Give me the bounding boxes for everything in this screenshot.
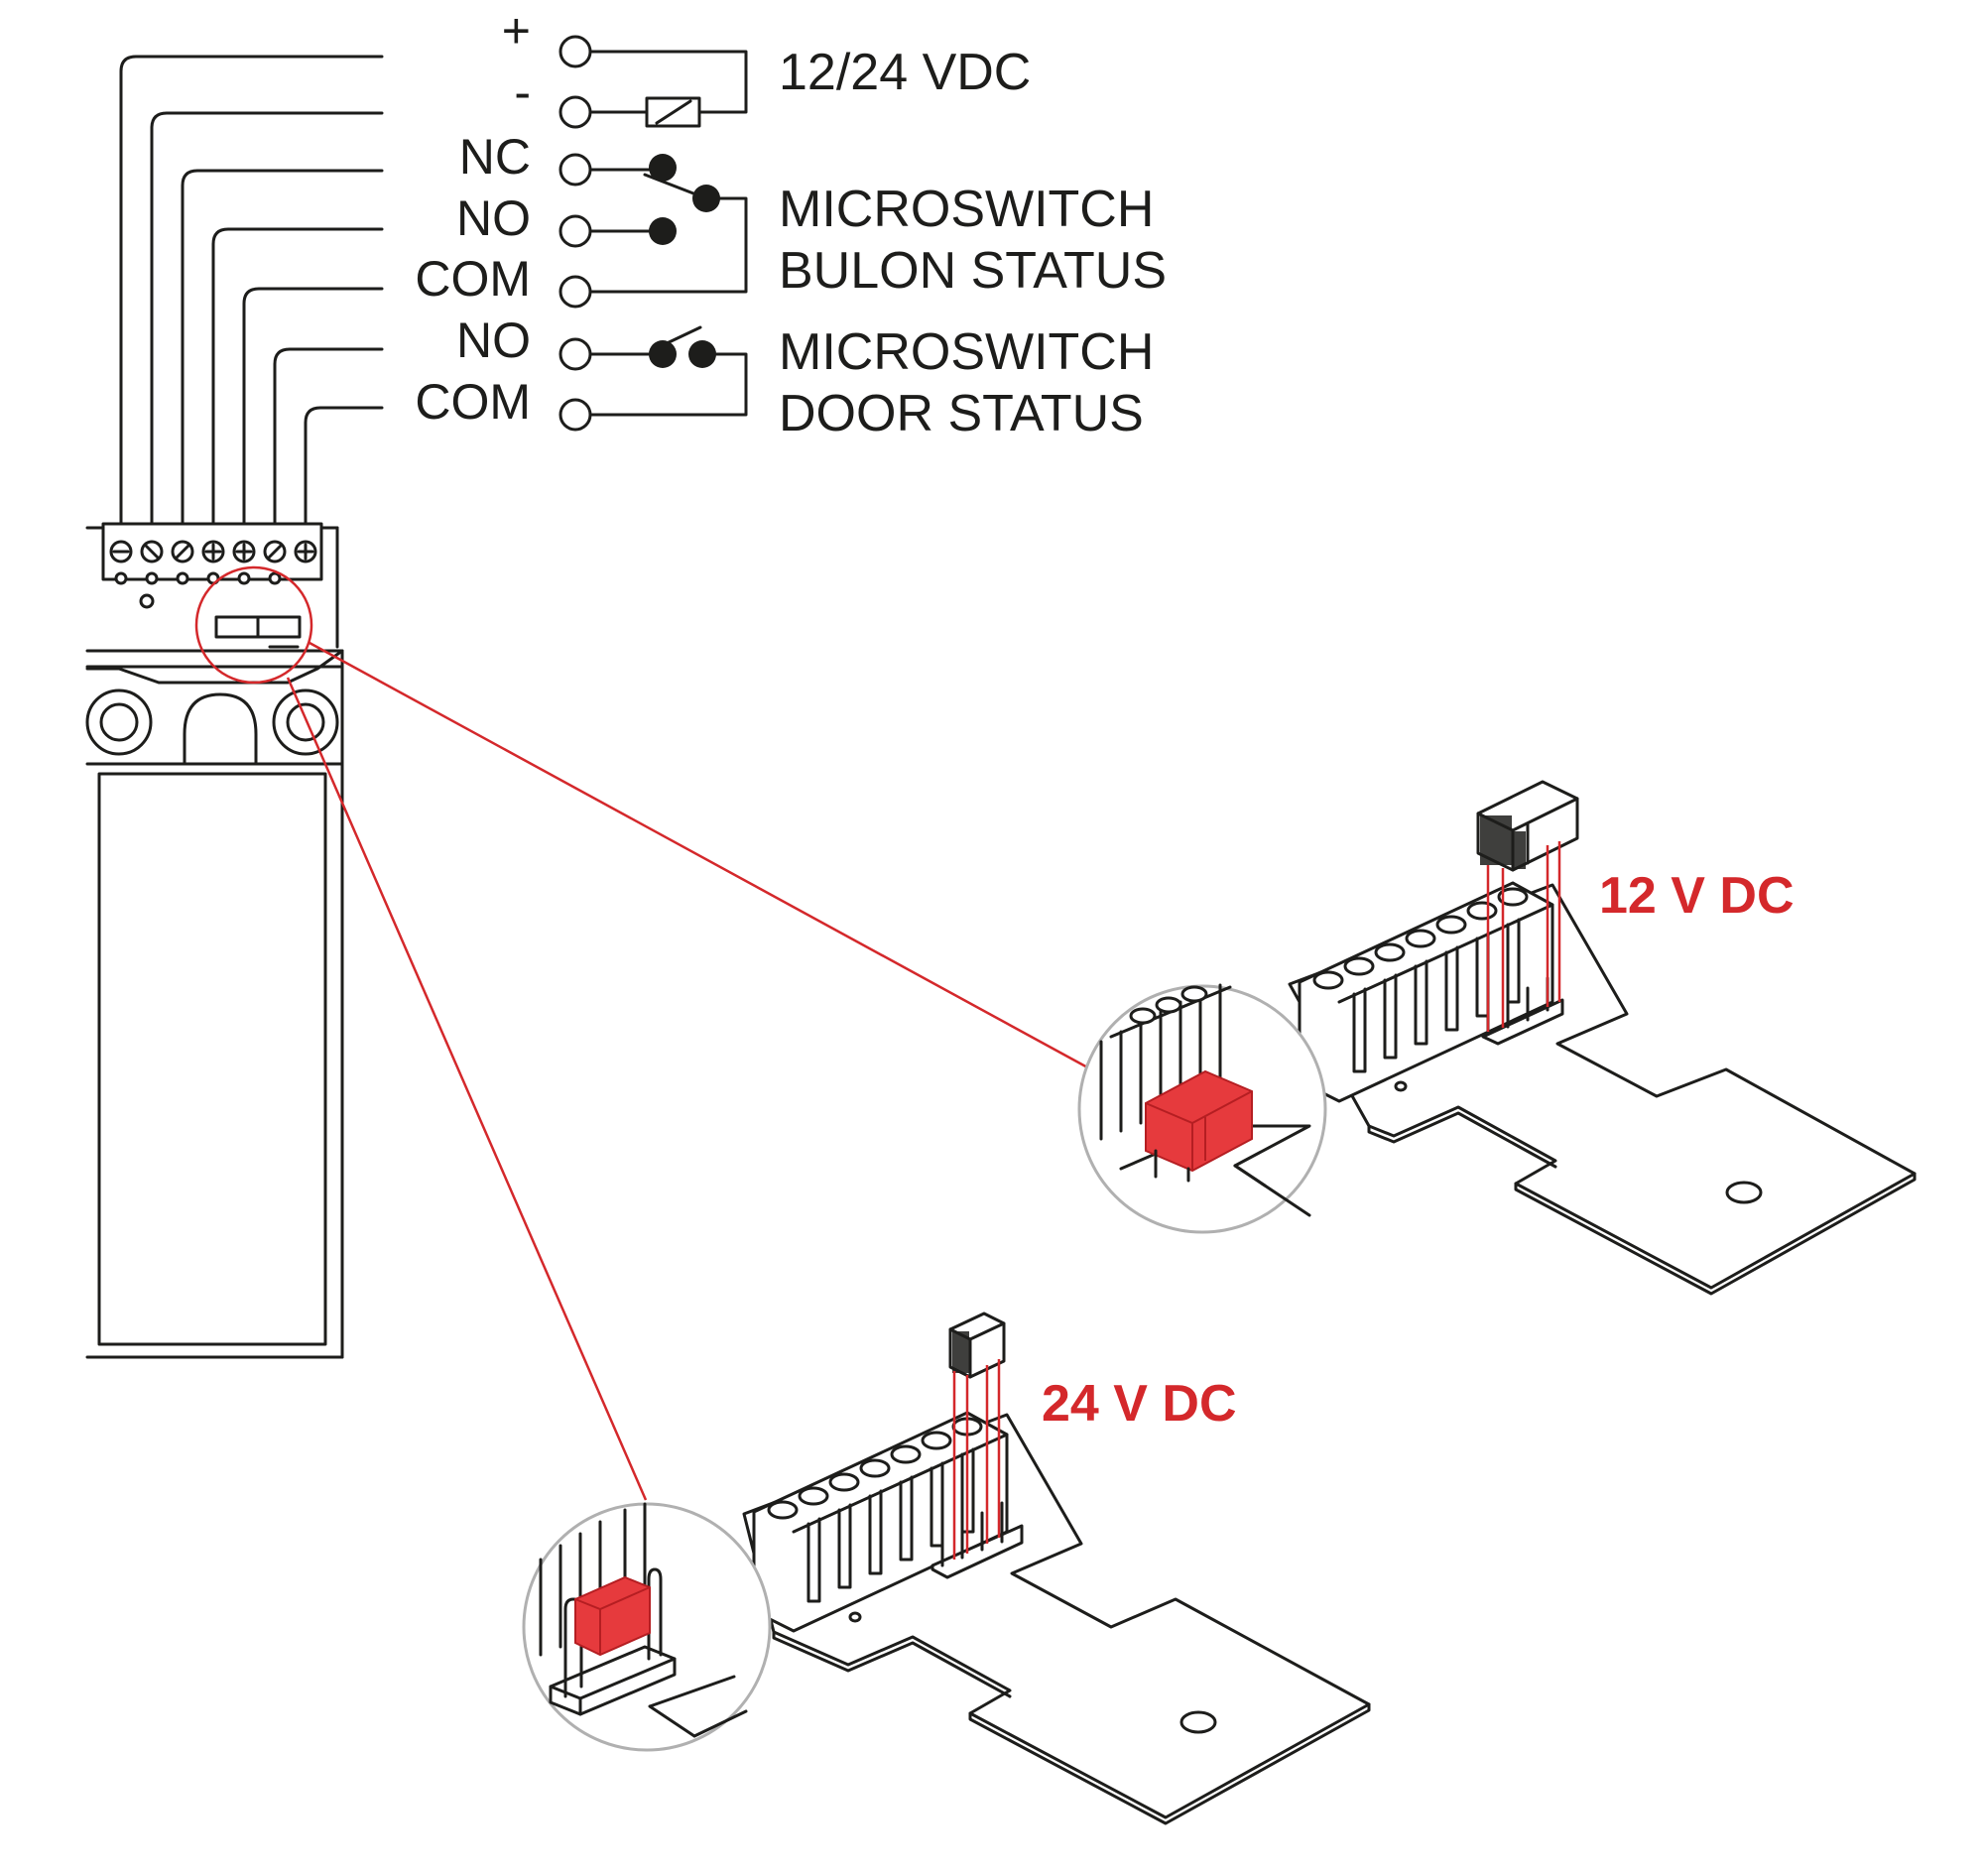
terminal-circles	[558, 35, 592, 432]
terminal-labels: + - NC NO COM NO COM	[415, 3, 531, 430]
contact-nc-dot	[649, 154, 677, 182]
device-body	[85, 522, 344, 1359]
magnifier-24v-contents	[539, 1502, 748, 1738]
label-24v: 24 V DC	[1042, 1375, 1237, 1433]
device-wires	[119, 55, 384, 543]
contact-no-dot	[649, 217, 677, 245]
door-switch-subtitle: DOOR STATUS	[779, 385, 1144, 442]
terminal-plus	[558, 35, 592, 68]
leader-lines	[286, 641, 1092, 1501]
device-window	[97, 772, 327, 1346]
config-12v: 12 V DC	[1077, 780, 1917, 1296]
terminal-com-door	[558, 398, 592, 432]
power-circuit: 12/24 VDC	[588, 44, 1031, 128]
terminal-label-com-door: COM	[415, 374, 531, 430]
bolt-switch-circuit: MICROSWITCH BULON STATUS	[588, 154, 1167, 300]
terminal-label-nc: NC	[459, 129, 531, 185]
door-contact-b-dot	[688, 340, 716, 368]
terminal-label-com-bolt: COM	[415, 251, 531, 307]
door-contact-a-dot	[649, 340, 677, 368]
jumper-24v-red	[574, 1575, 651, 1657]
contact-common-dot	[692, 185, 720, 212]
label-12v: 12 V DC	[1599, 867, 1795, 925]
terminal-nc	[558, 153, 592, 187]
config-24v: 24 V DC	[522, 1312, 1371, 1825]
door-switch-circuit: MICROSWITCH DOOR STATUS	[588, 323, 1154, 442]
bolt-switch-title: MICROSWITCH	[779, 181, 1154, 238]
terminal-no-door	[558, 337, 592, 371]
detail-callout-ring	[194, 565, 313, 685]
pin-header-24v	[930, 1524, 1024, 1579]
terminal-label-no-bolt: NO	[456, 190, 531, 246]
terminal-label-minus: -	[514, 64, 531, 120]
terminal-com-bolt	[558, 275, 592, 309]
power-label: 12/24 VDC	[779, 44, 1031, 101]
magnifier-12v-contents	[1099, 983, 1311, 1217]
terminal-label-plus: +	[502, 3, 531, 59]
jumper-12v-red	[1145, 1069, 1253, 1173]
bolt-switch-subtitle: BULON STATUS	[779, 242, 1167, 300]
terminal-no-bolt	[558, 214, 592, 248]
pin-header-12v	[1481, 998, 1564, 1046]
terminal-label-no-door: NO	[456, 313, 531, 368]
door-switch-title: MICROSWITCH	[779, 323, 1154, 381]
terminal-minus	[558, 95, 592, 129]
terminal-screws	[109, 540, 317, 563]
